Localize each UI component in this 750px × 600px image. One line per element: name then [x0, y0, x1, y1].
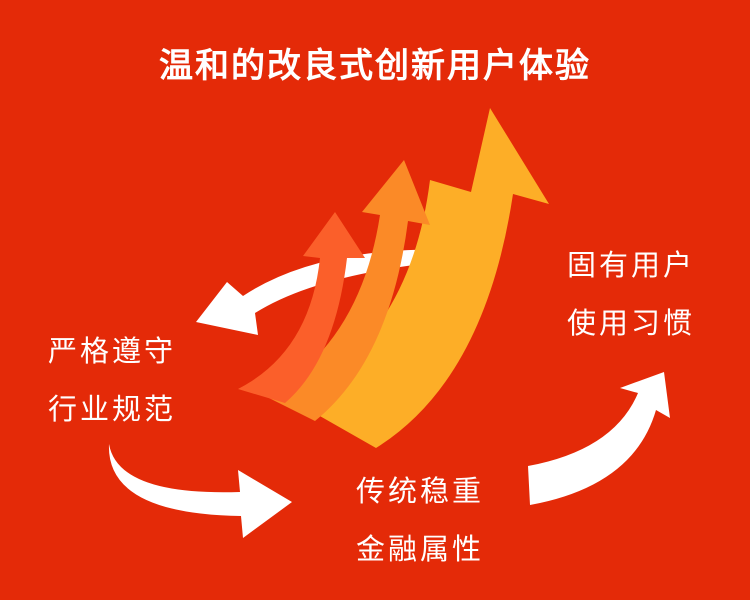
diagram-title: 温和的改良式创新用户体验: [159, 46, 591, 86]
label-user-habits: 固有用户 使用习惯: [567, 236, 695, 352]
label-financial-attributes: 传统稳重 金融属性: [356, 462, 484, 578]
label-line: 固有用户: [567, 248, 696, 282]
growth-arrow-small: [238, 212, 365, 403]
label-line: 金融属性: [356, 532, 485, 566]
growth-arrow-medium: [265, 160, 430, 421]
label-line: 传统稳重: [356, 474, 485, 508]
label-industry-standards: 严格遵守 行业规范: [48, 322, 176, 438]
cycle-arrow-bottom-left: [108, 444, 292, 538]
label-line: 行业规范: [48, 392, 177, 426]
cycle-arrow-bottom-right: [528, 372, 670, 505]
label-line: 使用习惯: [567, 306, 696, 340]
label-line: 严格遵守: [48, 334, 177, 368]
